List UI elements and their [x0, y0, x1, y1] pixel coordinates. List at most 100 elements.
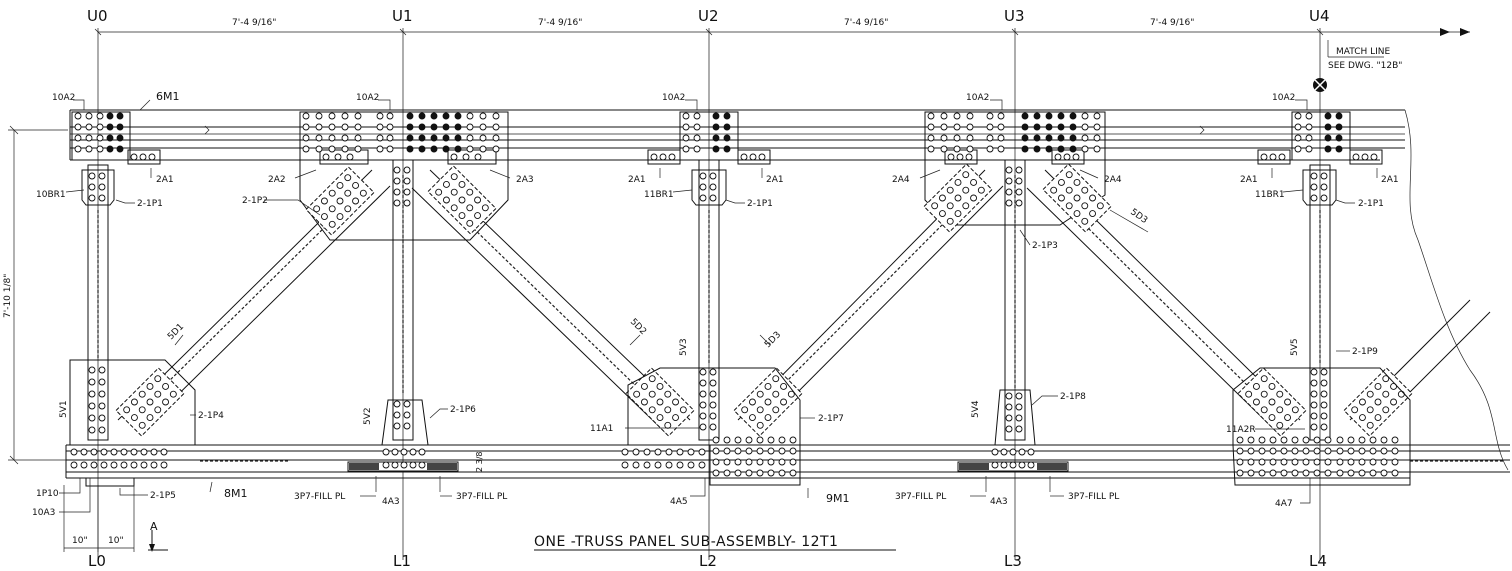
label-11br1-u4: 11BR1	[1255, 190, 1285, 200]
bolt	[354, 134, 362, 142]
bolt	[1093, 123, 1101, 131]
bolt	[88, 390, 96, 398]
bolt	[1021, 123, 1029, 131]
bolt	[1352, 153, 1360, 161]
bolt	[328, 145, 336, 153]
bolt	[1033, 134, 1041, 142]
bolt	[745, 458, 753, 466]
bolt	[778, 469, 786, 477]
label-1p5: 2-1P5	[150, 491, 176, 501]
bolt	[709, 390, 717, 398]
bolt	[403, 177, 411, 185]
bolt	[1258, 436, 1266, 444]
bolt	[393, 166, 401, 174]
bolt	[466, 123, 474, 131]
bolt	[699, 172, 707, 180]
bolt	[1336, 447, 1344, 455]
bolt	[80, 448, 88, 456]
bolt	[302, 145, 310, 153]
bolt	[1000, 461, 1008, 469]
bolt	[130, 153, 138, 161]
bolt	[341, 112, 349, 120]
bolt	[100, 448, 108, 456]
bolt	[409, 448, 417, 456]
bolt	[1247, 469, 1255, 477]
bolt	[709, 423, 717, 431]
bolt	[80, 461, 88, 469]
label-2a1-u2b: 2A1	[766, 175, 784, 185]
bolt	[466, 134, 474, 142]
bolt	[1313, 469, 1321, 477]
drawing-title: ONE -TRUSS PANEL SUB-ASSEMBLY- 12T1	[534, 534, 838, 550]
bolt	[393, 422, 401, 430]
bolt	[767, 469, 775, 477]
bolt	[382, 448, 390, 456]
bolt	[940, 123, 948, 131]
bolt	[1236, 469, 1244, 477]
bolt	[88, 172, 96, 180]
bolt	[85, 145, 93, 153]
bolt	[665, 461, 673, 469]
bolt	[712, 447, 720, 455]
bolt	[1269, 469, 1277, 477]
section-marker-icon	[1313, 78, 1327, 92]
bolt	[682, 112, 690, 120]
bolt	[1045, 123, 1053, 131]
fill-plates	[347, 461, 1069, 472]
bolt	[1320, 390, 1328, 398]
bolt	[1247, 436, 1255, 444]
label-4a7: 4A7	[1275, 499, 1293, 509]
bolt	[712, 469, 720, 477]
label-1p1-u4: 2-1P1	[1358, 199, 1384, 209]
label-1p1-u0: 2-1P1	[137, 199, 163, 209]
label-5d1: 5D1	[166, 322, 186, 342]
bolt	[341, 145, 349, 153]
bolt	[98, 366, 106, 374]
bolt	[98, 378, 106, 386]
bolt	[1324, 134, 1332, 142]
bolt	[1291, 458, 1299, 466]
bolt	[1358, 469, 1366, 477]
bolt	[479, 145, 487, 153]
bolt	[85, 112, 93, 120]
bolt	[130, 461, 138, 469]
bolt	[1063, 153, 1071, 161]
bolt	[1313, 436, 1321, 444]
bolt	[430, 123, 438, 131]
bolt	[1305, 112, 1313, 120]
bolt	[699, 183, 707, 191]
bolt	[1021, 134, 1029, 142]
bolt	[1045, 134, 1053, 142]
bolt	[712, 123, 720, 131]
bolt	[1369, 458, 1377, 466]
bolt	[1320, 412, 1328, 420]
bolt	[96, 145, 104, 153]
bolt	[1005, 392, 1013, 400]
bolt	[1294, 145, 1302, 153]
bolt	[1310, 368, 1318, 376]
bolt	[947, 153, 955, 161]
bolt	[723, 447, 731, 455]
vertical-members	[87, 159, 1331, 441]
bolt	[712, 458, 720, 466]
bolt	[150, 461, 158, 469]
bolt	[1320, 423, 1328, 431]
bolt	[1258, 458, 1266, 466]
bolt	[90, 448, 98, 456]
bolt	[1324, 447, 1332, 455]
bolt	[1033, 112, 1041, 120]
bolt	[997, 123, 1005, 131]
bolt	[1347, 436, 1355, 444]
bolt	[346, 153, 354, 161]
vertical-splice-plates-top	[81, 169, 1337, 206]
bolt	[1258, 469, 1266, 477]
label-10a2-u3: 10A2	[966, 93, 989, 103]
bolt	[391, 448, 399, 456]
bolt	[1305, 145, 1313, 153]
bottom-gusset-plates	[69, 359, 1411, 486]
bolt	[406, 145, 414, 153]
bolt	[966, 112, 974, 120]
bolt	[1247, 447, 1255, 455]
bolt	[106, 145, 114, 153]
